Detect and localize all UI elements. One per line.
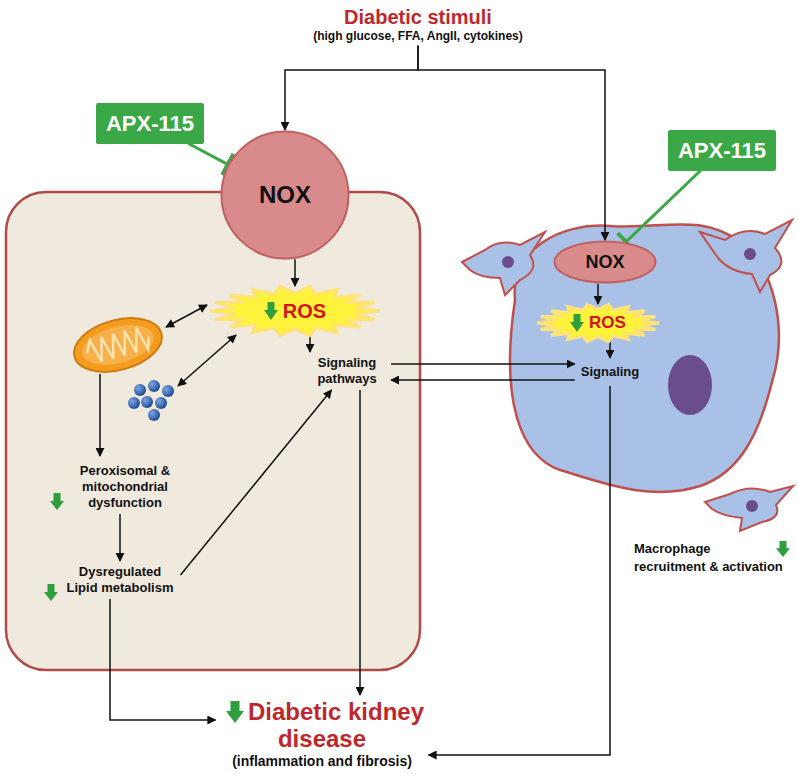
flow-arrow [294,259,296,286]
monocyte-cell [700,220,792,292]
decrease-arrow [226,701,244,723]
flow-arrow [391,363,575,365]
flow-arrow [110,599,216,720]
flow-arrow [99,374,101,456]
flow-arrow [285,46,418,131]
ros-burst: ROS [537,304,659,342]
process-label: Peroxisomal & mitochondrial dysfunction [70,460,181,514]
node-title: ROS [589,313,626,333]
nox-circle: NOX [220,130,350,260]
outcome-heading: Diabetic kidney disease(inflammation and… [216,695,429,773]
flow-arrow [119,514,121,561]
process-label: Signaling [575,358,646,386]
process-label: Signaling pathways [303,352,391,390]
node-title: Diabetic stimuli [273,6,563,29]
monocyte-cell [705,486,793,531]
node-title: Signaling pathways [306,355,388,387]
node-title: APX-115 [106,111,194,136]
process-label: Dysregulated Lipid metabolism [60,561,181,599]
node-title: Peroxisomal & mitochondrial dysfunction [73,463,178,511]
nox-ellipse: NOX [553,240,657,284]
node-title: NOX [585,252,624,273]
decrease-arrow [776,541,790,557]
edge-label: Macrophage recruitment & activation [634,540,792,576]
flow-arrow [597,284,599,304]
monocyte-nucleus [744,248,756,260]
inhibitor-box: APX-115 [668,130,776,171]
monocyte-nucleus [746,500,758,512]
edge-label-box: Macrophage recruitment & activation [634,540,792,576]
flow-arrow [359,390,361,695]
inhibition-line [626,171,701,242]
inhibitor-box: APX-115 [96,103,204,144]
decrease-arrow [264,302,278,320]
decrease-arrow [570,314,584,332]
macrophage-nucleus [668,355,712,415]
flow-arrow [391,379,575,381]
node-subtitle: (inflammation and fibrosis) [220,752,425,770]
node-title: Signaling [581,364,640,380]
monocyte-nucleus [502,256,514,268]
node-title: APX-115 [678,138,766,163]
decrease-arrow [44,584,58,601]
node-title: NOX [259,181,311,209]
flow-arrow [181,390,332,575]
monocyte-cell [462,232,545,295]
decrease-arrow [50,493,64,510]
flow-arrow [309,336,311,352]
peroxisomes [128,380,174,421]
node-title: ROS [283,300,326,323]
renal-cell [6,192,420,670]
ros-burst: ROS [210,286,380,336]
exchange-arrow [178,335,236,386]
node-subtitle: (high glucose, FFA, AngII, cytokines) [273,29,563,43]
node-title: Diabetic kidney disease [220,698,425,752]
inhibition-line [188,144,227,165]
node-title: Dysregulated Lipid metabolism [63,564,178,596]
exchange-arrow [166,305,207,327]
mitochondrion [68,309,168,381]
flow-arrow [418,46,605,241]
flow-arrow [429,386,611,755]
flow-arrow [609,342,611,358]
stimulus-heading: Diabetic stimuli(high glucose, FFA, AngI… [269,3,567,46]
